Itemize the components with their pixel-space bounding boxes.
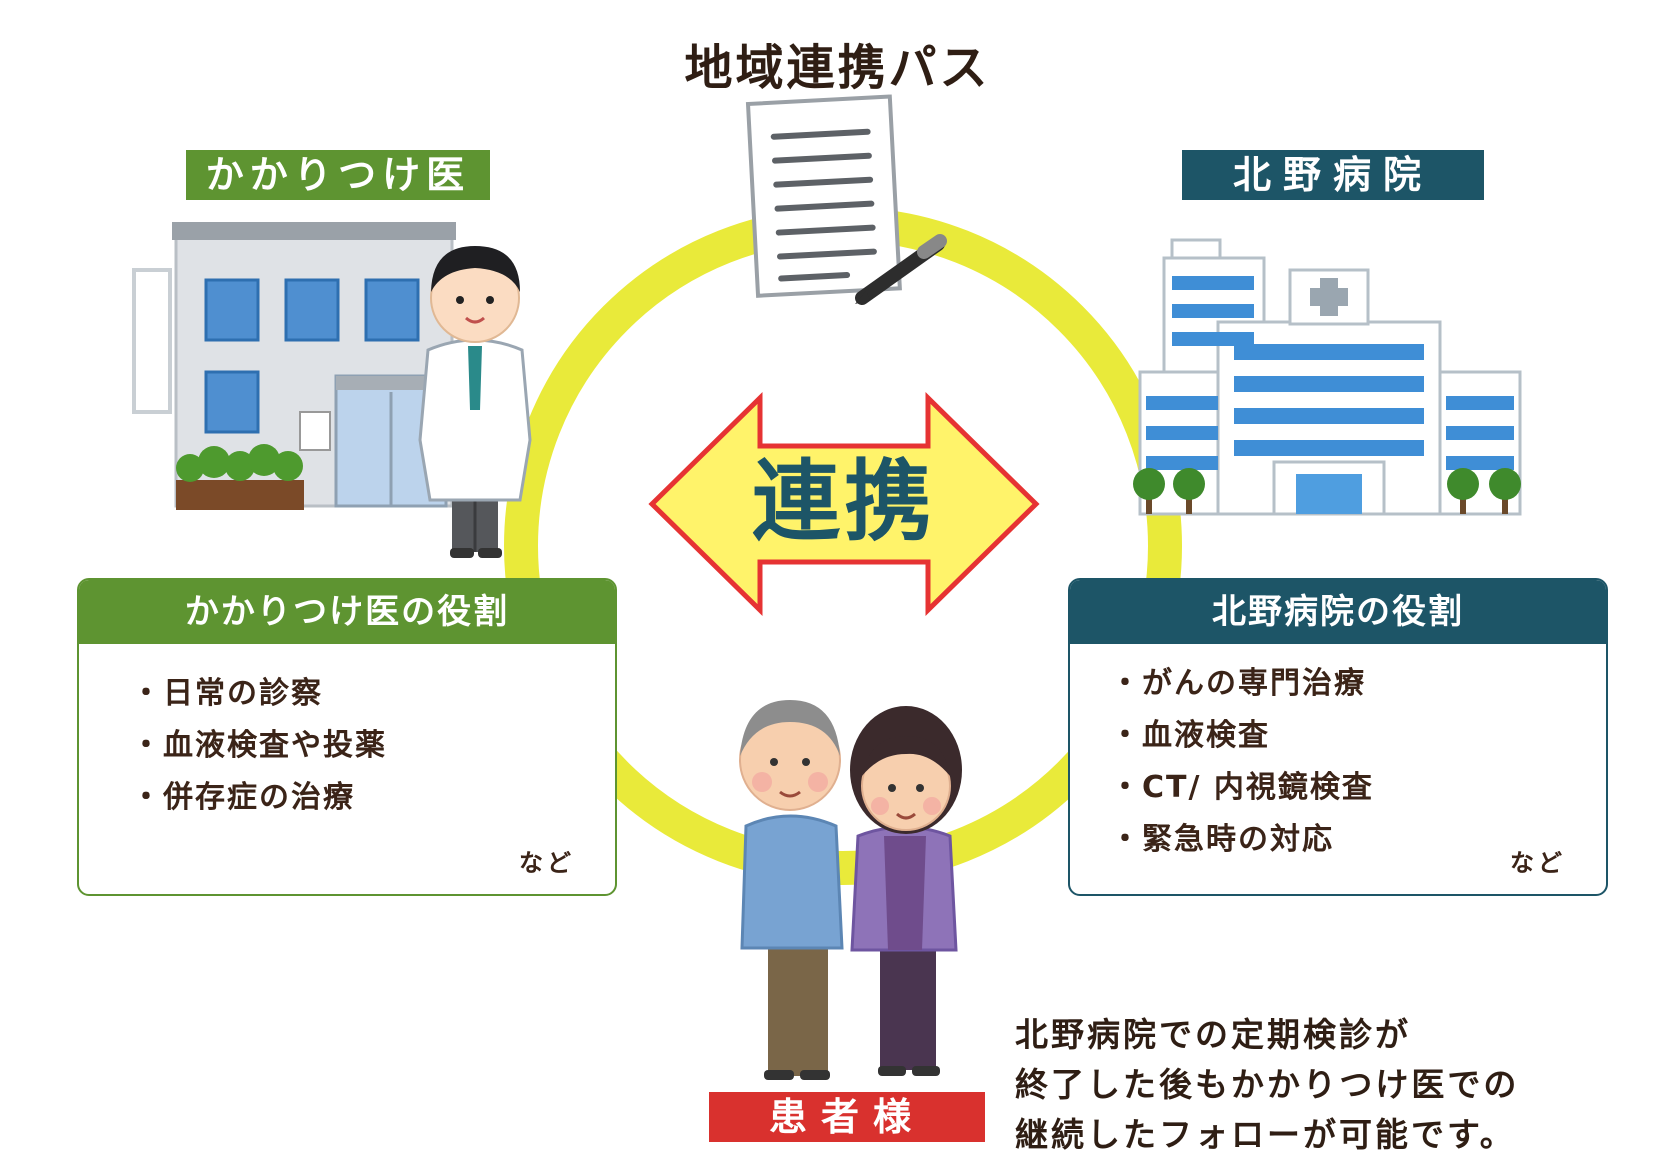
note-line: 終了した後もかかりつけ医での xyxy=(1015,1065,1520,1104)
list-item: 日常の診察 xyxy=(131,668,615,720)
list-item: がんの専門治療 xyxy=(1110,658,1606,710)
list-item: CT/ 内視鏡検査 xyxy=(1110,762,1606,814)
list-item: 血液検査や投薬 xyxy=(131,720,615,772)
list-item: 血液検査 xyxy=(1110,710,1606,762)
note-line: 継続したフォローが可能です。 xyxy=(1015,1115,1516,1154)
pen-icon xyxy=(855,234,947,305)
patient-tag: 患者様 xyxy=(709,1092,985,1142)
list-item: 緊急時の対応 xyxy=(1110,814,1606,866)
hospital-etc: など xyxy=(1510,849,1566,877)
follow-up-note: 北野病院での定期検診が 終了した後もかかりつけ医での 継続したフォローが可能です… xyxy=(1015,1010,1635,1160)
clinic-role-list: 日常の診察 血液検査や投薬 併存症の治療 xyxy=(79,644,615,824)
hospital-building-icon xyxy=(1133,238,1522,516)
clinic-role-title: かかりつけ医の役割 xyxy=(79,580,615,644)
list-item: 併存症の治療 xyxy=(131,772,615,824)
note-line: 北野病院での定期検診が xyxy=(1015,1015,1411,1054)
page-title: 地域連携パス xyxy=(684,40,991,96)
hospital-role-card: 北野病院の役割 がんの専門治療 血液検査 CT/ 内視鏡検査 緊急時の対応 など xyxy=(1068,578,1608,896)
clinic-etc: など xyxy=(519,849,575,877)
center-label: 連携 xyxy=(751,450,936,553)
hospital-role-list: がんの専門治療 血液検査 CT/ 内視鏡検査 緊急時の対応 xyxy=(1070,644,1606,866)
double-arrow-icon xyxy=(648,392,1040,616)
hospital-tag: 北野病院 xyxy=(1182,150,1484,200)
hospital-role-title: 北野病院の役割 xyxy=(1070,580,1606,644)
elderly-couple-icon xyxy=(739,700,962,1080)
clinic-tag: かかりつけ医 xyxy=(186,150,490,200)
clinic-building-icon xyxy=(132,222,456,510)
clinic-role-card: かかりつけ医の役割 日常の診察 血液検査や投薬 併存症の治療 など xyxy=(77,578,617,896)
doctor-icon xyxy=(418,246,532,558)
document-icon xyxy=(745,94,902,298)
